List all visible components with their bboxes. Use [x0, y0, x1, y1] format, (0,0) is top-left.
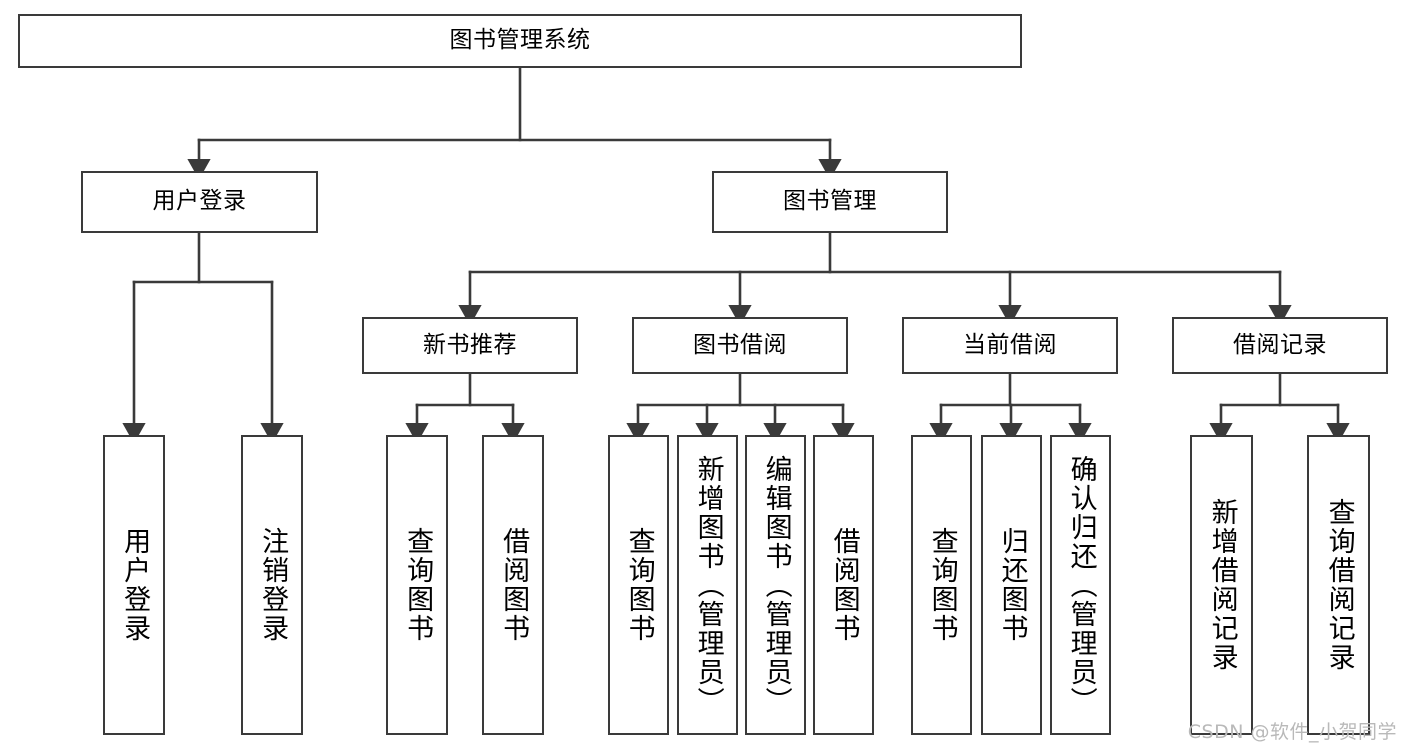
node-root[interactable]: 图书管理系统 [18, 14, 1022, 68]
leaf-record-add-record-label: 新增借阅记录 [1206, 498, 1238, 672]
node-user-login-label: 用户登录 [152, 188, 247, 215]
leaf-borrow-query-book[interactable]: 查询图书 [608, 435, 669, 735]
node-current-borrow[interactable]: 当前借阅 [902, 317, 1118, 374]
node-borrow-record-label: 借阅记录 [1233, 331, 1327, 358]
leaf-current-return-book-label: 归还图书 [996, 527, 1028, 643]
node-root-label: 图书管理系统 [449, 27, 591, 54]
leaf-borrow-borrow-book-label: 借阅图书 [828, 527, 860, 643]
leaf-recommend-borrow-book[interactable]: 借阅图书 [482, 435, 544, 735]
leaf-current-confirm-return-admin[interactable]: 确认归还（管理员） [1050, 435, 1111, 735]
node-book-borrow[interactable]: 图书借阅 [632, 317, 848, 374]
leaf-borrow-add-book-admin[interactable]: 新增图书（管理员） [677, 435, 738, 735]
leaf-user-login-signout-label: 注销登录 [257, 527, 289, 643]
node-new-book-recommend[interactable]: 新书推荐 [362, 317, 578, 374]
node-book-borrow-label: 图书借阅 [693, 331, 787, 358]
leaf-record-query-record[interactable]: 查询借阅记录 [1307, 435, 1370, 735]
leaf-user-login-signout[interactable]: 注销登录 [241, 435, 303, 735]
leaf-borrow-edit-book-admin-label: 编辑图书（管理员） [760, 454, 792, 716]
node-new-book-recommend-label: 新书推荐 [423, 331, 517, 358]
node-book-management-label: 图书管理 [783, 188, 877, 215]
leaf-borrow-query-book-label: 查询图书 [623, 527, 655, 643]
leaf-current-query-book[interactable]: 查询图书 [911, 435, 972, 735]
node-borrow-record[interactable]: 借阅记录 [1172, 317, 1388, 374]
leaf-user-login-signin[interactable]: 用户登录 [103, 435, 165, 735]
leaf-recommend-borrow-book-label: 借阅图书 [498, 527, 530, 643]
leaf-record-add-record[interactable]: 新增借阅记录 [1190, 435, 1253, 735]
leaf-user-login-signin-label: 用户登录 [119, 527, 151, 643]
leaf-current-return-book[interactable]: 归还图书 [981, 435, 1042, 735]
leaf-recommend-query-book[interactable]: 查询图书 [386, 435, 448, 735]
node-book-management[interactable]: 图书管理 [712, 171, 948, 233]
leaf-borrow-add-book-admin-label: 新增图书（管理员） [692, 454, 724, 716]
leaf-record-query-record-label: 查询借阅记录 [1323, 498, 1355, 672]
leaf-borrow-borrow-book[interactable]: 借阅图书 [813, 435, 874, 735]
leaf-current-query-book-label: 查询图书 [926, 527, 958, 643]
leaf-current-confirm-return-admin-label: 确认归还（管理员） [1065, 454, 1097, 716]
leaf-borrow-edit-book-admin[interactable]: 编辑图书（管理员） [745, 435, 806, 735]
node-current-borrow-label: 当前借阅 [963, 331, 1057, 358]
leaf-recommend-query-book-label: 查询图书 [402, 527, 434, 643]
node-user-login[interactable]: 用户登录 [81, 171, 318, 233]
